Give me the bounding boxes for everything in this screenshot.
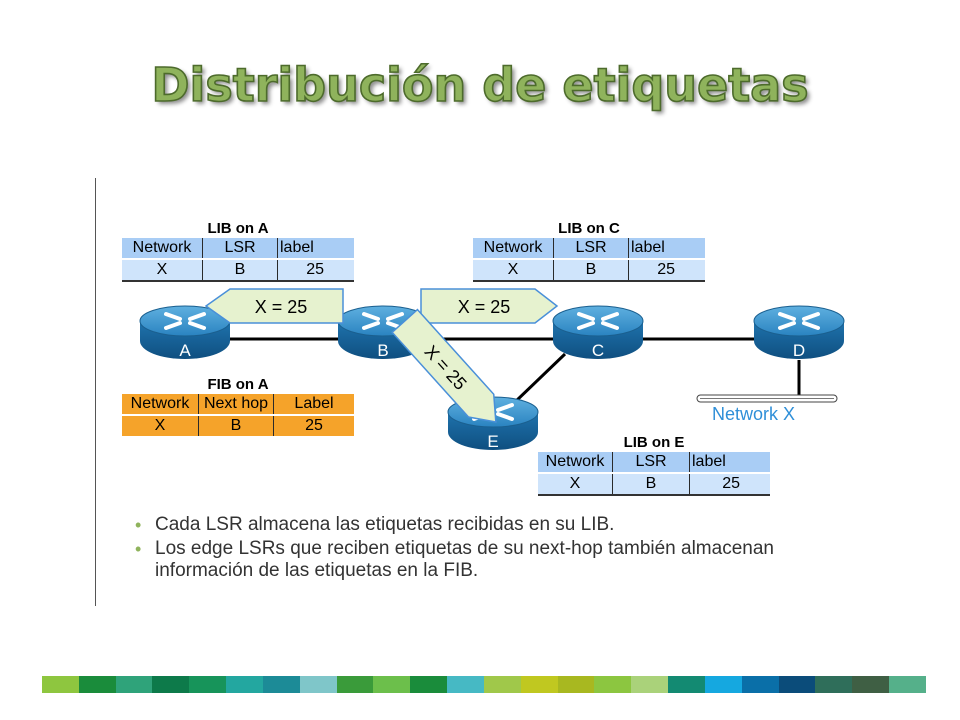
fib-a-cell-label: 25 bbox=[273, 415, 354, 436]
fib-a-cell-network: X bbox=[122, 415, 199, 436]
fib-a-header-next-hop: Next hop bbox=[198, 394, 274, 416]
fib-a-cell-next-hop: B bbox=[198, 415, 274, 436]
lib-e-header-lsr: LSR bbox=[612, 452, 690, 474]
router-arrows-icon bbox=[577, 312, 619, 330]
lib-e-table: Network LSR label X B 25 bbox=[538, 452, 770, 496]
footer-segment bbox=[741, 676, 779, 693]
bullet-dot-icon: • bbox=[135, 539, 142, 559]
lib-a-cell-label: 25 bbox=[277, 259, 354, 282]
lib-e-header-label: label bbox=[689, 452, 770, 474]
router-d-label: D bbox=[793, 341, 805, 360]
lib-c-cell-network: X bbox=[473, 259, 554, 282]
router-e-label: E bbox=[487, 432, 498, 451]
network-x-label: Network X bbox=[712, 404, 795, 424]
footer-segment bbox=[410, 676, 448, 693]
lib-c-header-network: Network bbox=[473, 238, 554, 260]
footer-segment bbox=[262, 676, 300, 693]
fib-a-header-label: Label bbox=[273, 394, 354, 416]
label-advert-to-a: X = 25 bbox=[204, 288, 344, 324]
footer-segment bbox=[594, 676, 632, 693]
lib-c-header-lsr: LSR bbox=[553, 238, 629, 260]
page-title: Distribución de etiquetas bbox=[151, 57, 810, 113]
lib-a-title: LIB on A bbox=[207, 220, 269, 237]
footer-segment bbox=[704, 676, 742, 693]
link-c-e bbox=[513, 352, 567, 404]
router-arrows-icon bbox=[778, 312, 820, 330]
footer-segment bbox=[557, 676, 595, 693]
fib-a-table: Network Next hop Label X B 25 bbox=[122, 394, 354, 436]
footer-segment bbox=[668, 676, 705, 693]
lib-e-title: LIB on E bbox=[623, 434, 685, 451]
lib-c-cell-lsr: B bbox=[553, 259, 629, 282]
router-b-label: B bbox=[377, 341, 388, 360]
lib-c-title: LIB on C bbox=[558, 220, 620, 237]
footer-segment bbox=[373, 676, 411, 693]
footer-segment bbox=[520, 676, 558, 693]
label-advert-to-a-text: X = 25 bbox=[255, 297, 308, 317]
bullet-item: •Los edge LSRs que reciben etiquetas de … bbox=[135, 538, 774, 581]
lib-c-cell-label: 25 bbox=[628, 259, 705, 282]
footer-segment bbox=[889, 676, 926, 693]
footer-segment bbox=[336, 676, 374, 693]
network-x-segment bbox=[696, 394, 838, 403]
lib-a-cell-network: X bbox=[122, 259, 203, 282]
footer-segment bbox=[226, 676, 263, 693]
router-a[interactable]: A bbox=[139, 305, 231, 360]
lib-a-header-lsr: LSR bbox=[202, 238, 278, 260]
lib-e-cell-network: X bbox=[538, 473, 613, 496]
lib-a-table: Network LSR label X B 25 bbox=[122, 238, 354, 282]
router-arrows-icon bbox=[164, 312, 206, 330]
lib-c-table: Network LSR label X B 25 bbox=[473, 238, 705, 282]
footer-segment bbox=[631, 676, 669, 693]
footer-segment bbox=[299, 676, 337, 693]
footer-segment bbox=[852, 676, 890, 693]
fib-a-title: FIB on A bbox=[207, 376, 269, 393]
footer-segment bbox=[152, 676, 190, 693]
footer-segment bbox=[778, 676, 816, 693]
bullet-item: •Cada LSR almacena las etiquetas recibid… bbox=[135, 514, 615, 535]
footer-segment bbox=[483, 676, 521, 693]
fib-a-header-network: Network bbox=[122, 394, 199, 416]
label-advert-to-c-text: X = 25 bbox=[458, 297, 511, 317]
lib-a-header-network: Network bbox=[122, 238, 203, 260]
lib-e-cell-label: 25 bbox=[689, 473, 770, 496]
footer-segment bbox=[78, 676, 116, 693]
footer-segment bbox=[42, 676, 79, 693]
footer-segment bbox=[189, 676, 227, 693]
bullet-list: •Cada LSR almacena las etiquetas recibid… bbox=[135, 514, 835, 584]
lib-e-cell-lsr: B bbox=[612, 473, 690, 496]
footer-segment bbox=[115, 676, 153, 693]
label-advert-to-c: X = 25 bbox=[420, 288, 559, 324]
lib-e-header-network: Network bbox=[538, 452, 613, 474]
lib-c-header-label: label bbox=[628, 238, 705, 260]
router-d[interactable]: D bbox=[753, 305, 845, 360]
vertical-divider bbox=[95, 178, 96, 606]
lib-a-cell-lsr: B bbox=[202, 259, 278, 282]
footer-segment bbox=[447, 676, 484, 693]
router-a-label: A bbox=[179, 341, 191, 360]
router-c[interactable]: C bbox=[552, 305, 644, 360]
footer-color-bar bbox=[42, 676, 926, 693]
lib-a-header-label: label bbox=[277, 238, 354, 260]
router-c-label: C bbox=[592, 341, 604, 360]
footer-segment bbox=[815, 676, 853, 693]
bullet-dot-icon: • bbox=[135, 515, 142, 535]
